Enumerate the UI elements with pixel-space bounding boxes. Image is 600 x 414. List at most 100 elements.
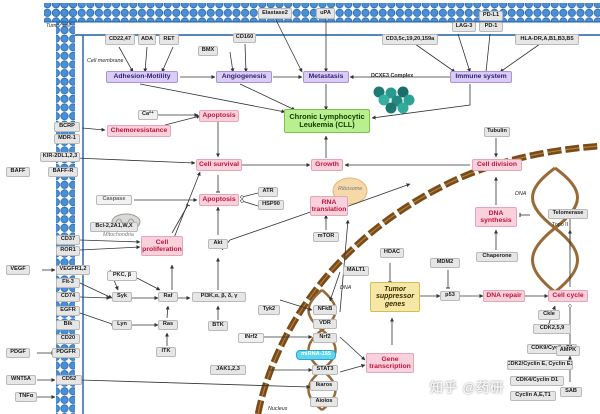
node-elastase2: Elastase2 — [258, 8, 292, 19]
topo-ii-label: Topo II — [552, 222, 569, 228]
node-cd74: CD74 — [56, 292, 80, 302]
node-pdgf: PDGF — [6, 348, 30, 358]
node-cd37: CD37 — [56, 235, 80, 245]
node-stat3: STAT3 — [312, 365, 338, 375]
dna-label-left: DNA — [340, 285, 352, 291]
node-wnt5a: WNT5A — [6, 375, 36, 385]
node-dna-synthesis: DNA synthesis — [475, 207, 517, 227]
node-cd52: CD52 — [56, 375, 82, 385]
node-tubulin: Tubulin — [484, 127, 510, 137]
node-tnf-alpha: TNFα — [15, 392, 37, 402]
node-kir-2dl: KIR-2DL1,2,3 — [40, 152, 80, 162]
node-egfr: EGFR — [56, 306, 80, 316]
mitochondria-label: Mitochondria — [103, 232, 134, 238]
node-cdk4-cyclin-d1: CDK4/Cyclin D1 — [510, 376, 564, 386]
dna-helix-right — [531, 166, 579, 294]
node-upa: uPA — [316, 8, 335, 19]
node-akt: Akt — [208, 239, 228, 249]
cell-membrane-label: Cell membrane — [87, 58, 124, 64]
node-nfkb: NFkB — [313, 305, 337, 315]
node-lag3: LAG-3 — [452, 22, 476, 32]
node-baff: BAFF — [6, 167, 30, 177]
node-p53: p53 — [440, 291, 460, 301]
node-itk: ITK — [156, 347, 176, 357]
node-apoptosis-top: Apoptosis — [199, 110, 239, 122]
node-chemoresistance: Chemoresistance — [107, 125, 171, 137]
node-pkc: PKC, β — [107, 271, 137, 281]
node-chaperone: Chaperone — [476, 252, 518, 262]
nucleus-membrane — [254, 142, 600, 414]
node-immune-system: Immune system — [450, 71, 512, 83]
node-blk: Blk — [56, 320, 80, 330]
node-ikaros: Ikaros — [310, 381, 338, 391]
node-baff-r: BAFF-R — [48, 167, 78, 177]
node-apoptosis-mid: Apoptosis — [199, 194, 239, 206]
dna-label-right: DNA — [515, 191, 527, 197]
connector-lines — [37, 17, 572, 399]
node-nrf2: Nrf2 — [313, 333, 337, 343]
node-pi3k: PI3K,α, β, δ, γ — [192, 292, 246, 302]
node-cdk2-5-9: CDK2,5,9 — [533, 324, 571, 334]
node-cd20: CD20 — [56, 334, 80, 344]
node-syk: Syk — [112, 292, 132, 302]
node-tyk2: Tyk2 — [258, 305, 280, 315]
node-inrf2: INrf2 — [238, 333, 264, 343]
ribosome-label: Ribosome — [338, 186, 363, 192]
node-vegfr: VEGFR1,2 — [56, 265, 90, 275]
node-btk: BTK — [208, 321, 228, 331]
node-telomerase: Telomerase — [548, 209, 588, 219]
node-vdr: VDR — [313, 319, 337, 329]
nucleus-label: Nucleus — [268, 406, 288, 412]
node-pdgfr: PDGFR — [52, 348, 80, 358]
node-flt-3: Flt-3 — [56, 278, 80, 288]
node-cell-cycle: Cell cycle — [548, 290, 588, 302]
node-cell-division: Cell division — [472, 159, 522, 171]
node-bmx: BMX — [198, 46, 218, 56]
node-cll: Chronic Lymphocytic Leukemia (CLL) — [284, 109, 370, 133]
node-cyclin-a-e-t1: Cyclin A,E,T1 — [510, 391, 556, 401]
node-ckle: Ckle — [538, 310, 560, 320]
node-cd22-47: CD22,47 — [105, 34, 135, 45]
node-ror1: ROR1 — [56, 246, 80, 256]
node-ret: RET — [159, 34, 179, 45]
node-rna-translation: RNA translation — [310, 196, 348, 216]
node-cell-proliferation: Cell proliferation — [141, 236, 183, 256]
node-metastasis: Metastasis — [303, 71, 349, 83]
nucleus-membrane-inner — [257, 145, 600, 414]
node-ampk: AMPK — [556, 346, 580, 356]
node-sab: SAB — [560, 387, 582, 397]
node-adhesion-motility: Adhesion-Motility — [106, 71, 178, 83]
tumor-cell-label: Tumor cell — [46, 23, 71, 29]
node-mdr-1: MDR-1 — [54, 134, 80, 144]
node-hdac: HDAC — [380, 248, 404, 258]
node-lyn: Lyn — [112, 320, 132, 330]
node-gene-transcription: Gene transcription — [366, 353, 414, 373]
dcxe3-complex-cluster — [373, 86, 415, 114]
node-ada: ADA — [138, 34, 156, 45]
node-mdm2: MDM2 — [430, 258, 460, 268]
node-hsp90: HSP90 — [258, 200, 284, 210]
node-jak: JAK1,2,3 — [210, 365, 246, 375]
node-caspase: Caspase — [96, 195, 132, 205]
node-hla-dr: HLA-DR,A,B1,B3,B5 — [515, 34, 579, 45]
node-raf: Raf — [158, 292, 178, 302]
node-pd-l1: PD-L1 — [479, 11, 503, 21]
watermark-text: 知乎 @药研 — [430, 380, 505, 395]
dcxe3-complex-label: DCXE3 Complex — [371, 73, 414, 79]
node-cd3: CD3,5c,19,20,159a — [382, 34, 438, 45]
node-bcrp: BCRP — [54, 122, 80, 132]
node-mirna-155: miRNA-155 — [296, 350, 336, 360]
node-growth: Growth — [311, 159, 343, 171]
node-atr: ATR — [258, 187, 278, 197]
node-aiolos: Aiolos — [310, 397, 338, 407]
node-mtor: mTOR — [313, 232, 339, 242]
node-bcl-2: Bcl-2,2A1,W,X — [90, 222, 138, 232]
node-ca: Ca²⁺ — [138, 110, 158, 120]
node-pd-1: PD-1 — [479, 22, 503, 32]
node-tumor-suppressor-genes: Tumor suppressor genes — [370, 282, 420, 312]
node-malt1: MALT1 — [343, 266, 369, 276]
node-cdk2-cyclin-e: CDK2/Cyclin E, Cyclin E1 — [507, 360, 573, 370]
node-cell-survival: Cell survival — [196, 159, 242, 171]
node-ras: Ras — [158, 320, 178, 330]
node-dna-repair: DNA repair — [483, 290, 525, 302]
